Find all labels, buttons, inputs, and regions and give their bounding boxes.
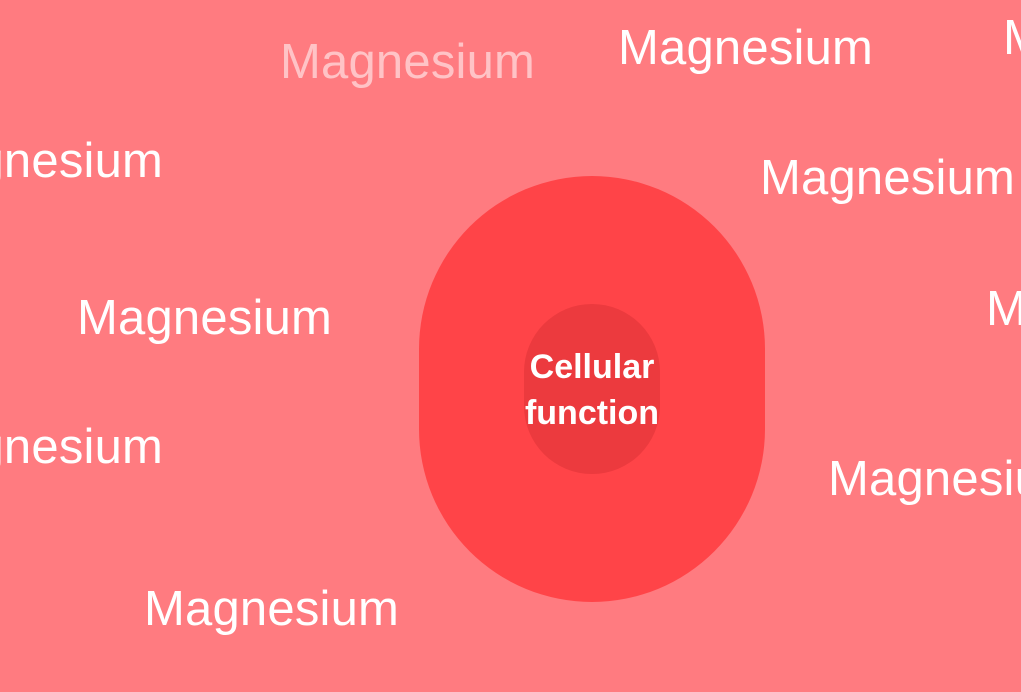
cell-label-line-1: Cellular xyxy=(529,348,655,386)
magnesium-word-9: Magnesium xyxy=(828,452,1021,506)
magnesium-word-7: Magnesium xyxy=(986,282,1021,336)
magnesium-word-3: Magnesium xyxy=(1003,14,1021,63)
magnesium-word-2: Magnesium xyxy=(618,21,874,75)
cell-label-line-2: function xyxy=(524,394,660,432)
cell-label: Cellular function xyxy=(492,344,692,436)
cell-nucleus xyxy=(524,304,660,474)
magnesium-word-5: Magnesium xyxy=(760,151,1016,205)
magnesium-word-10: Magnesium xyxy=(144,582,400,636)
magnesium-word-6: Magnesium xyxy=(77,291,333,345)
magnesium-word-4: Magnesium xyxy=(0,134,164,188)
magnesium-word-1: Magnesium xyxy=(280,35,536,89)
magnesium-word-8: Magnesium xyxy=(0,420,164,474)
